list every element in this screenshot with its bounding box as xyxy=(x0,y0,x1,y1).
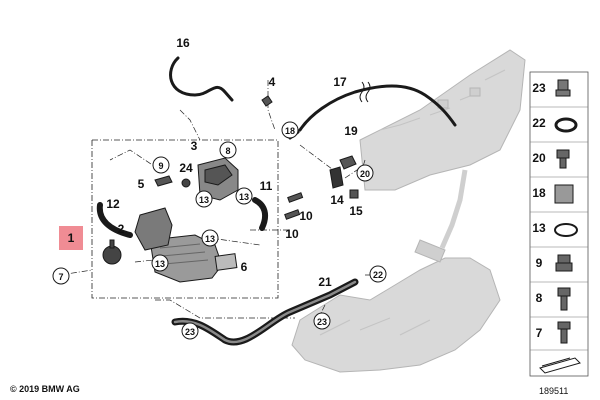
callout-18: 18 xyxy=(281,121,299,139)
callout-label: 1 xyxy=(68,231,75,245)
dipstick-tube-illustration xyxy=(439,169,468,249)
side-panel-label: 13 xyxy=(532,221,546,235)
callout-2: 2 xyxy=(118,222,125,236)
callout-11: 11 xyxy=(260,179,273,193)
callout-10: 10 xyxy=(285,227,299,241)
small-parts xyxy=(154,95,359,220)
side-icon-clamp-13 xyxy=(554,223,578,237)
callout-19: 19 xyxy=(344,124,358,138)
callout-13: 13 xyxy=(195,190,213,208)
callout-label: 23 xyxy=(317,317,327,327)
copyright-text: © 2019 BMW AG xyxy=(10,384,80,394)
callout-label: 11 xyxy=(260,179,273,193)
side-icon-clamp-23 xyxy=(555,79,571,97)
callout-label: 16 xyxy=(176,36,190,50)
callout-16: 16 xyxy=(176,36,190,50)
callout-label: 17 xyxy=(333,75,347,89)
callout-15: 15 xyxy=(349,204,363,218)
egr-module-outline xyxy=(91,139,279,299)
callout-label: 13 xyxy=(205,234,215,244)
vacuum-unit-2 xyxy=(102,239,122,265)
callout-label: 10 xyxy=(299,209,313,223)
side-panel-label: 18 xyxy=(532,186,546,200)
callout-label: 23 xyxy=(185,327,195,337)
callout-7: 7 xyxy=(52,267,70,285)
side-icon-placeholder xyxy=(539,357,581,374)
callout-4: 4 xyxy=(269,75,276,89)
callout-label: 19 xyxy=(344,124,358,138)
callout-13: 13 xyxy=(235,187,253,205)
callout-label: 13 xyxy=(239,192,249,202)
callout-12: 12 xyxy=(106,197,120,211)
callout-23: 23 xyxy=(313,312,331,330)
callout-6: 6 xyxy=(241,260,248,274)
callout-13: 13 xyxy=(201,229,219,247)
callout-10: 10 xyxy=(299,209,313,223)
intake-manifold-illustration xyxy=(291,239,501,373)
callout-9: 9 xyxy=(152,156,170,174)
callout-label: 3 xyxy=(191,139,198,153)
side-panel-label: 9 xyxy=(536,256,543,270)
callout-label: 5 xyxy=(138,177,145,191)
callout-label: 13 xyxy=(199,195,209,205)
callout-label: 7 xyxy=(58,272,63,282)
callout-label: 10 xyxy=(285,227,299,241)
callout-label: 9 xyxy=(158,161,163,171)
callout-label: 8 xyxy=(225,146,230,156)
callout-5: 5 xyxy=(138,177,145,191)
hose-11 xyxy=(252,197,269,231)
callout-label: 6 xyxy=(241,260,248,274)
callout-24: 24 xyxy=(179,161,193,175)
hose-17-break xyxy=(359,81,371,103)
callout-label: 24 xyxy=(179,161,193,175)
hose-12 xyxy=(96,202,133,238)
side-icon-screw-8 xyxy=(557,287,571,311)
side-panel-label: 20 xyxy=(532,151,546,165)
diagram-id: 189511 xyxy=(539,386,569,396)
callout-label: 2 xyxy=(118,222,125,236)
pipe-23-inner xyxy=(173,280,357,344)
side-labels: 23 22 20 18 13 9 8 7 xyxy=(532,81,546,340)
callout-20: 20 xyxy=(356,164,374,182)
side-icon-screw-7 xyxy=(557,321,571,344)
side-panel-label: 23 xyxy=(532,81,546,95)
callout-13: 13 xyxy=(151,254,169,272)
callout-label: 4 xyxy=(269,75,276,89)
callout-label: 21 xyxy=(318,275,332,289)
side-panel xyxy=(529,71,589,377)
side-panel-label: 22 xyxy=(532,116,546,130)
callout-label: 20 xyxy=(360,169,370,179)
callout-label: 13 xyxy=(155,259,165,269)
callout-label: 18 xyxy=(285,126,295,136)
callout-1: 1 xyxy=(59,226,83,250)
callout-17: 17 xyxy=(333,75,347,89)
callout-23: 23 xyxy=(181,322,199,340)
callout-21: 21 xyxy=(318,275,332,289)
egr-housing-part xyxy=(134,207,173,251)
hose-16 xyxy=(169,56,234,102)
side-panel-label: 8 xyxy=(536,291,543,305)
callout-label: 15 xyxy=(349,204,363,218)
side-icon-clip-18 xyxy=(554,184,574,204)
side-panel-label: 7 xyxy=(536,326,543,340)
engine-head-illustration xyxy=(359,49,526,191)
callout-22: 22 xyxy=(369,265,387,283)
callout-3: 3 xyxy=(191,139,198,153)
callout-label: 14 xyxy=(330,193,344,207)
callout-8: 8 xyxy=(219,141,237,159)
side-icon-screw-20 xyxy=(556,149,570,169)
callout-label: 12 xyxy=(106,197,120,211)
callout-14: 14 xyxy=(330,193,344,207)
egr-cooler-part xyxy=(149,234,238,283)
side-icon-nut-9 xyxy=(555,254,573,272)
callout-label: 22 xyxy=(373,270,383,280)
side-icon-ring-22 xyxy=(554,117,578,133)
